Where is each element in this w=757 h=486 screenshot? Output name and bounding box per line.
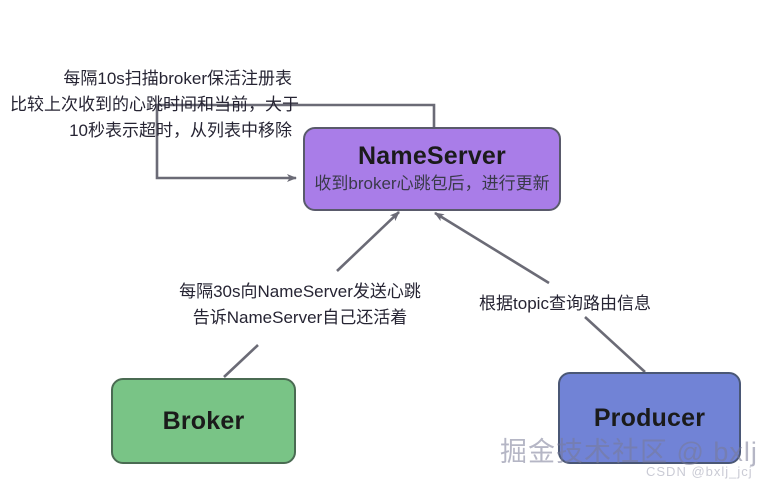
node-producer-title: Producer — [593, 404, 706, 432]
edge-self-loop — [155, 103, 436, 182]
edge-label-scan: 每隔10s扫描broker保活注册表 比较上次收到的心跳时间和当前，大于 10秒… — [10, 66, 299, 144]
edge-broker-to-nameserver — [223, 211, 400, 378]
node-nameserver-title: NameServer — [358, 142, 506, 170]
edge-label-route-line-1: 根据topic查询路由信息 — [479, 294, 651, 313]
edge-label-heartbeat: 每隔30s向NameServer发送心跳 告诉NameServer自己还活着 — [166, 279, 434, 331]
edge-label-heartbeat-line-1: 每隔30s向NameServer发送心跳 — [179, 282, 421, 301]
edge-label-scan-line-1: 每隔10s扫描broker保活注册表 — [63, 69, 292, 88]
edge-label-route: 根据topic查询路由信息 — [460, 291, 670, 317]
node-producer[interactable]: Producer — [558, 372, 741, 464]
node-broker[interactable]: Broker — [111, 378, 296, 464]
node-nameserver-subtitle: 收到broker心跳包后，进行更新 — [314, 174, 550, 193]
node-broker-title: Broker — [162, 407, 245, 435]
edge-label-scan-line-3: 10秒表示超时，从列表中移除 — [69, 121, 292, 140]
edge-label-heartbeat-line-2: 告诉NameServer自己还活着 — [192, 308, 408, 327]
edge-label-scan-line-2: 比较上次收到的心跳时间和当前，大于 — [10, 95, 299, 114]
edge-producer-to-nameserver — [434, 211, 646, 373]
node-nameserver[interactable]: NameServer 收到broker心跳包后，进行更新 — [303, 127, 561, 211]
